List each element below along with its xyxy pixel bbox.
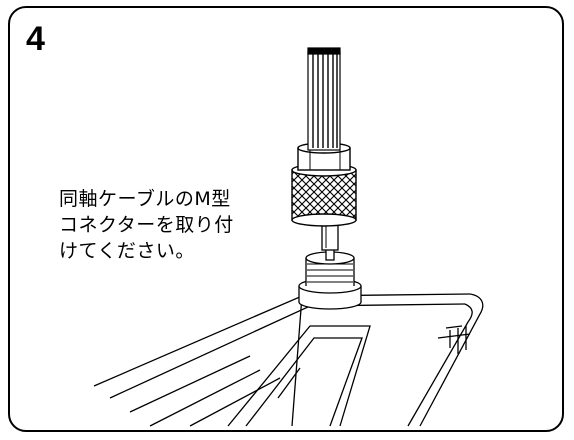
instruction-line-3: けてください。 [59, 240, 195, 262]
radio-chassis [93, 293, 484, 427]
coupling-nut [291, 163, 357, 227]
instruction-panel: 4 同軸ケーブルのM型 コネクターを取り付 けてください。 [8, 6, 564, 432]
instruction-line-1: 同軸ケーブルのM型 [59, 188, 231, 210]
connector-illustration [93, 47, 484, 427]
instruction-text: 同軸ケーブルのM型 コネクターを取り付 けてください。 [59, 186, 289, 264]
instruction-line-2: コネクターを取り付 [59, 214, 234, 236]
connector-socket [298, 243, 362, 310]
step-number: 4 [26, 20, 45, 58]
coax-cable [307, 47, 341, 151]
